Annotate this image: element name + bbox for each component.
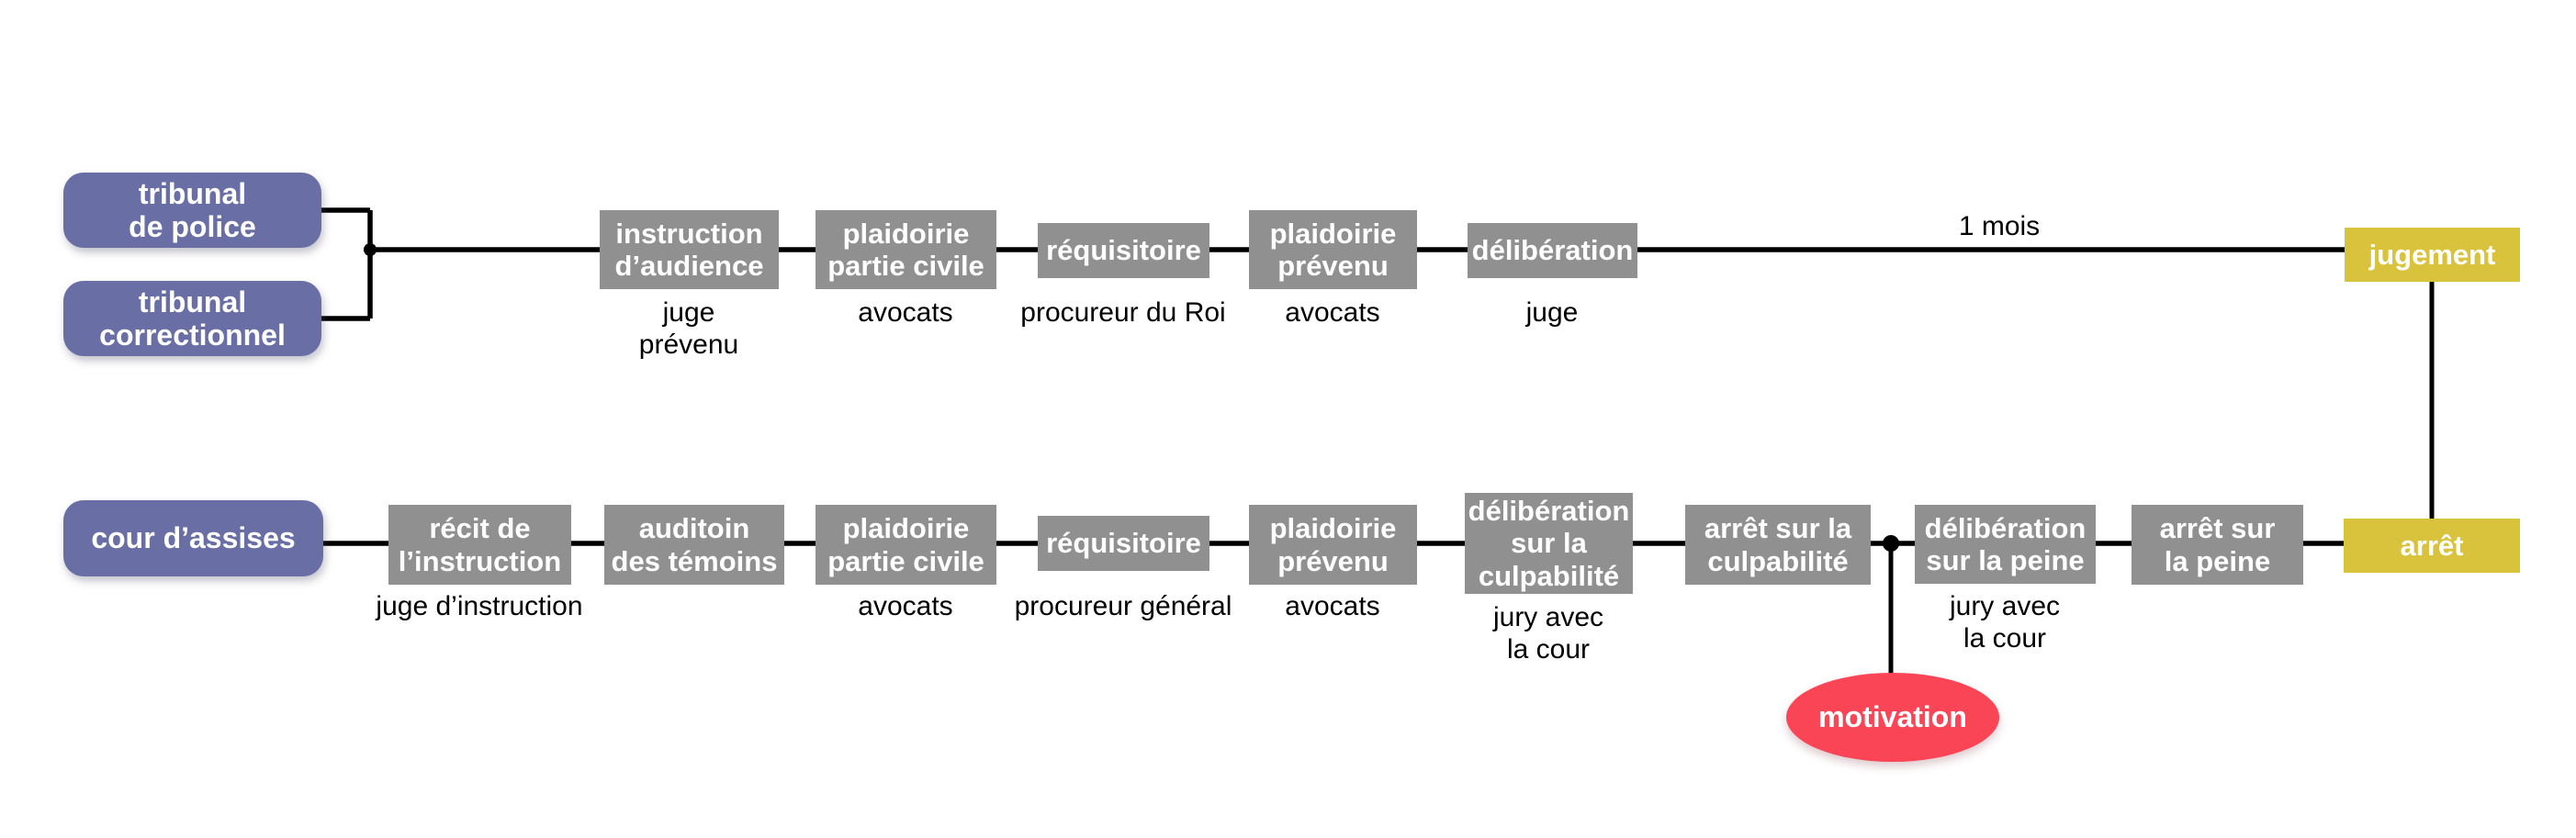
step-auditoin-temoins: auditoin des témoins xyxy=(604,505,784,585)
step-plaidoirie-prevenu-1: plaidoirie prévenu xyxy=(1249,210,1417,289)
actor-jury-avec-la-cour-1: jury avec la cour xyxy=(1492,602,1604,665)
actor-avocats-3: avocats xyxy=(858,591,953,621)
step-plaidoirie-prevenu-2: plaidoirie prévenu xyxy=(1249,505,1417,585)
duration-label-1-mois: 1 mois xyxy=(1958,211,2041,241)
annotation-motivation: motivation xyxy=(1786,673,1999,762)
court-tribunal-correctionnel: tribunal correctionnel xyxy=(63,281,321,356)
actor-procureur-general: procureur général xyxy=(1014,591,1232,621)
actor-jury-avec-la-cour-2: jury avec la cour xyxy=(1949,591,2061,654)
actor-procureur-du-roi: procureur du Roi xyxy=(1020,297,1226,328)
step-deliberation: délibération xyxy=(1468,223,1637,278)
actor-avocats-2: avocats xyxy=(1285,297,1380,328)
outcome-jugement: jugement xyxy=(2345,228,2520,282)
step-plaidoirie-partie-civile-1: plaidoirie partie civile xyxy=(816,210,996,289)
actor-avocats-4: avocats xyxy=(1285,591,1380,621)
step-requisitoire-1: réquisitoire xyxy=(1038,223,1209,278)
step-instruction-audience: instruction d’audience xyxy=(600,210,779,289)
court-tribunal-de-police: tribunal de police xyxy=(63,173,321,248)
step-arret-culpabilite: arrêt sur la culpabilité xyxy=(1685,505,1871,585)
court-cour-dassises: cour d’assises xyxy=(63,500,323,576)
step-deliberation-peine: délibération sur la peine xyxy=(1915,505,2096,584)
actor-avocats-1: avocats xyxy=(858,297,953,328)
step-plaidoirie-partie-civile-2: plaidoirie partie civile xyxy=(816,505,996,585)
step-deliberation-culpabilite: délibération sur la culpabilité xyxy=(1465,493,1633,594)
actor-juge-dinstruction: juge d’instruction xyxy=(376,591,583,621)
actor-juge-prevenu: juge prévenu xyxy=(638,297,739,361)
bracket-tribunaux xyxy=(321,207,373,321)
step-arret-peine: arrêt sur la peine xyxy=(2132,505,2303,585)
step-requisitoire-2: réquisitoire xyxy=(1038,516,1209,571)
step-recit-instruction: récit de l’instruction xyxy=(388,505,571,585)
outcome-arret: arrêt xyxy=(2344,519,2520,573)
actor-juge: juge xyxy=(1525,297,1579,328)
